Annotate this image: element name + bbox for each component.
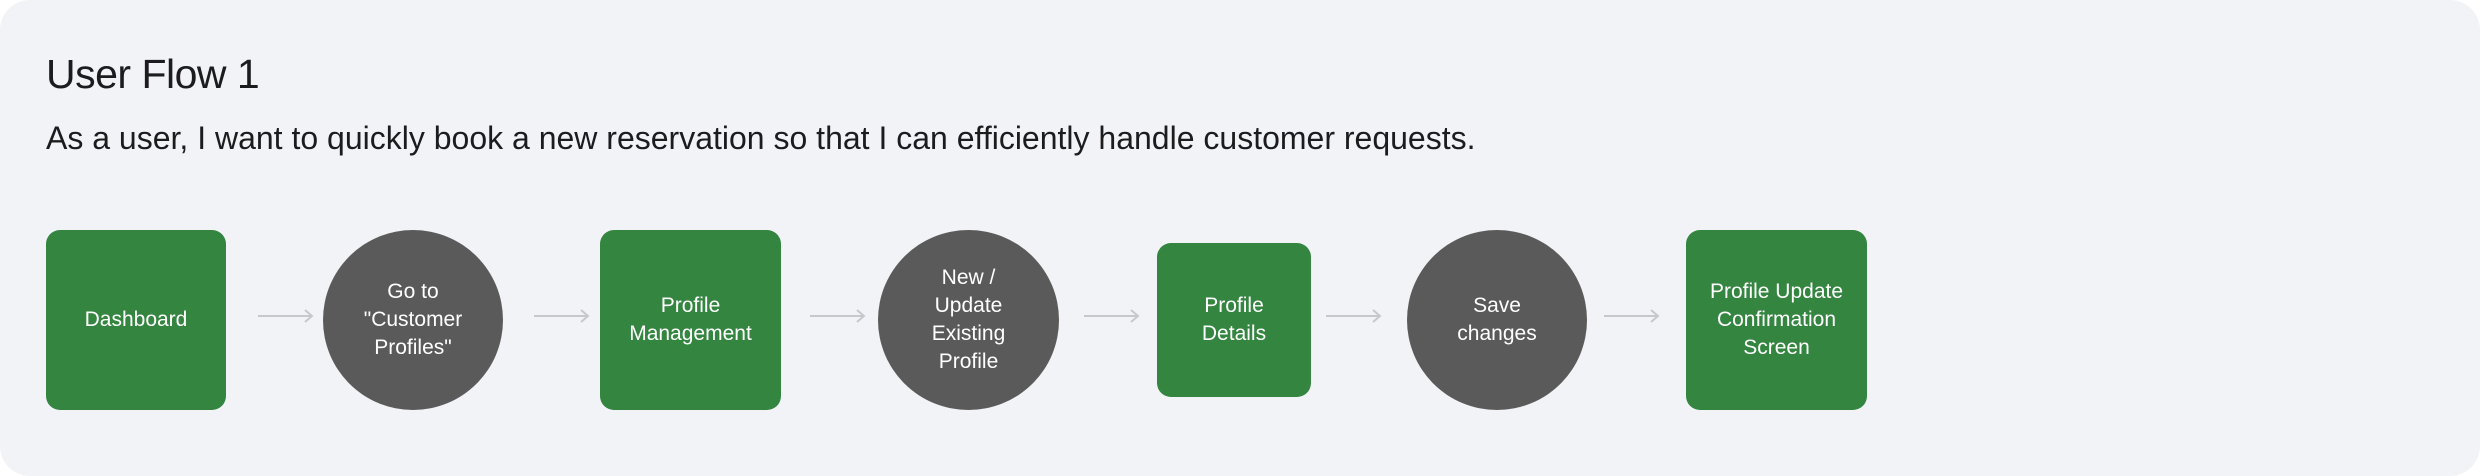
flow-step-save-changes: Save changes (1407, 230, 1587, 410)
flow-step-dashboard: Dashboard (46, 230, 226, 410)
flow-title: User Flow 1 (46, 51, 260, 97)
arrow-right-icon (810, 309, 866, 323)
arrow-right-icon (534, 309, 590, 323)
flow-step-profile-details: Profile Details (1157, 243, 1311, 397)
arrow-right-icon (1604, 309, 1660, 323)
arrow-right-icon (1084, 309, 1140, 323)
flow-step-go-to-customer-profiles: Go to "Customer Profiles" (323, 230, 503, 410)
flow-step-new-update-profile: New / Update Existing Profile (878, 230, 1059, 410)
flow-description: As a user, I want to quickly book a new … (46, 120, 1476, 156)
arrow-right-icon (258, 309, 314, 323)
flow-step-profile-management: Profile Management (600, 230, 781, 410)
arrow-right-icon (1326, 309, 1382, 323)
flow-step-profile-update-confirmation: Profile Update Confirmation Screen (1686, 230, 1867, 410)
